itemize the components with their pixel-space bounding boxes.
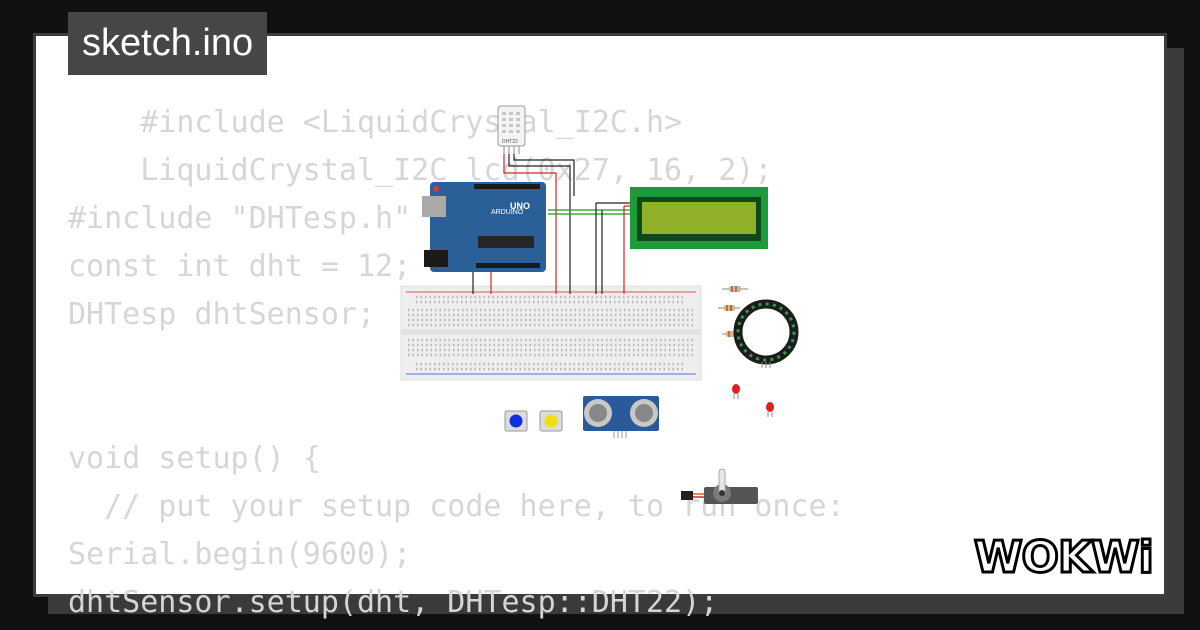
code-line: DHTesp dhtSensor; (68, 297, 376, 332)
code-line: void setup() { (68, 441, 321, 476)
resistor[interactable] (718, 305, 740, 311)
dht-label: DHT22 (502, 139, 518, 145)
arduino-brand-label: ARDUINO (491, 209, 524, 216)
blue-pushbutton[interactable] (504, 410, 528, 432)
code-line: const int dht = 12; (68, 249, 412, 284)
dht22-sensor[interactable]: DHT22 (497, 105, 526, 154)
code-line: #include "DHTesp.h" (68, 201, 412, 236)
red-led[interactable] (766, 402, 774, 417)
servo-motor[interactable] (681, 468, 758, 504)
wokwi-logo: WOKWi (973, 531, 1156, 585)
arduino-model-label: UNO (510, 201, 530, 211)
neopixel-ring[interactable] (733, 299, 799, 368)
wokwi-logo-text: WOKWi (974, 532, 1153, 583)
code-line: // put your setup code here, to run once… (68, 489, 845, 524)
yellow-pushbutton[interactable] (539, 410, 563, 432)
preview-card: #include <LiquidCrystal_I2C.h> LiquidCry… (33, 33, 1167, 620)
resistor[interactable] (722, 286, 748, 292)
code-editor: #include <LiquidCrystal_I2C.h> LiquidCry… (68, 36, 845, 620)
code-line: dhtSensor.setup(dht, DHTesp::DHT22); (68, 585, 719, 620)
circuit-diagram: DHT22 ARDUINO UN (400, 105, 799, 504)
breadboard[interactable] (400, 285, 702, 381)
red-led[interactable] (732, 384, 740, 399)
code-line: #include <LiquidCrystal_I2C.h> (68, 105, 683, 140)
file-name-tab[interactable]: sketch.ino (68, 12, 268, 75)
ultrasonic-sensor[interactable] (583, 396, 659, 438)
lcd-16x2-display[interactable] (630, 187, 768, 249)
code-line: Serial.begin(9600); (68, 537, 412, 572)
arduino-uno-board[interactable]: ARDUINO UNO (422, 182, 546, 272)
